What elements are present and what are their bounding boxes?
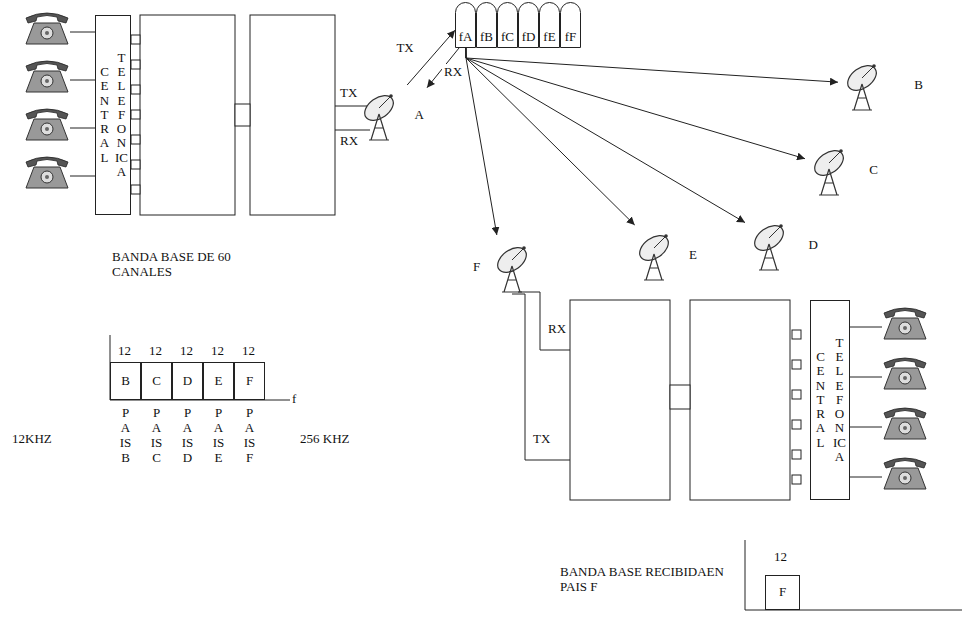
country-label: PAIS B [119,406,132,466]
node-letter: F [473,260,480,275]
node-letter: C [869,163,878,178]
arch-shape [561,3,581,48]
vertical-name: CENTRAL [814,350,827,450]
channel-count: 12 [118,344,131,359]
frequency-value: 12KHZ [12,432,52,447]
equipment-boxes [131,15,801,500]
baseband-title: BANDA BASE RECIBIDAEN PAIS F [560,565,725,595]
country-label: PAIS F [243,406,256,466]
node-letter: B [121,374,130,389]
transponder-cell: fB [476,2,497,48]
signal-arrow [466,48,805,159]
channel-count: 12 [180,344,193,359]
signal-name: RX [442,64,464,80]
country-label: PAIS E [212,406,225,466]
band-box: C [141,362,172,400]
antenna-station: D [745,215,821,275]
signal-name: RX [548,322,566,337]
exchange-box: CENTRAL TELEFONICA [810,300,850,500]
country-label: PAIS C [150,406,163,466]
baseband-title: BANDA BASE DE 60 CANALES [112,250,287,280]
channel-count: 12 [774,550,787,565]
vertical-name: CENTRAL [98,65,111,165]
arch-shape [540,3,560,48]
node-letter: D [809,238,818,253]
dish-antennas [360,61,881,292]
telephone-icons [26,13,926,489]
node-letter: fE [543,30,555,45]
node-letter: F [246,374,253,389]
band-box: D [172,362,203,400]
vertical-name: TELEFONICA [115,51,128,180]
signal-arrow [466,48,497,235]
channel-count: 12 [242,344,255,359]
band-box: F [234,362,265,400]
signal-name: TX [340,86,357,101]
band-box: E [203,362,234,400]
channel-count: 12 [211,344,224,359]
signal-name: RX [340,134,358,149]
node-letter: D [183,374,192,389]
antenna-station: B [838,55,926,115]
node-letter: C [152,374,161,389]
node-letter: E [215,374,223,389]
node-letter: fF [565,30,577,45]
signal-name: TX [533,432,550,447]
node-letter: F [779,585,786,600]
arch-shape [498,3,518,48]
antenna-feed-lines [335,106,570,460]
node-letter: B [914,78,923,93]
transponder-cell: fD [518,2,539,48]
transponder-cell: fC [497,2,518,48]
antenna-station: A [355,85,427,145]
arch-shape [456,3,476,48]
band-box: F [765,575,800,610]
antenna-station: F [470,235,535,300]
signal-arrow [466,48,635,225]
signal-name: TX [394,40,415,56]
exchange-box: CENTRAL TELEFONICA [95,15,131,215]
vertical-name: TELEFONICA [833,336,846,465]
antenna-station: E [630,225,700,285]
node-letter: E [689,248,697,263]
node-letter: fA [459,30,473,45]
band-box: B [110,362,141,400]
arch-shape [477,3,497,48]
transponder-cell: fE [539,2,560,48]
arch-shape [519,3,539,48]
frequency-value: 256 KHZ [300,432,349,447]
channel-count: 12 [149,344,162,359]
axis-label: f [292,392,296,407]
node-letter: fD [522,30,536,45]
antenna-station: C [805,140,881,200]
node-letter: A [415,108,424,123]
transponder-cell: fA [455,2,476,48]
node-letter: fB [480,30,493,45]
transponder-cell: fF [560,2,581,48]
signal-arrow [466,48,838,82]
country-label: PAIS D [181,406,194,466]
node-letter: fC [501,30,514,45]
